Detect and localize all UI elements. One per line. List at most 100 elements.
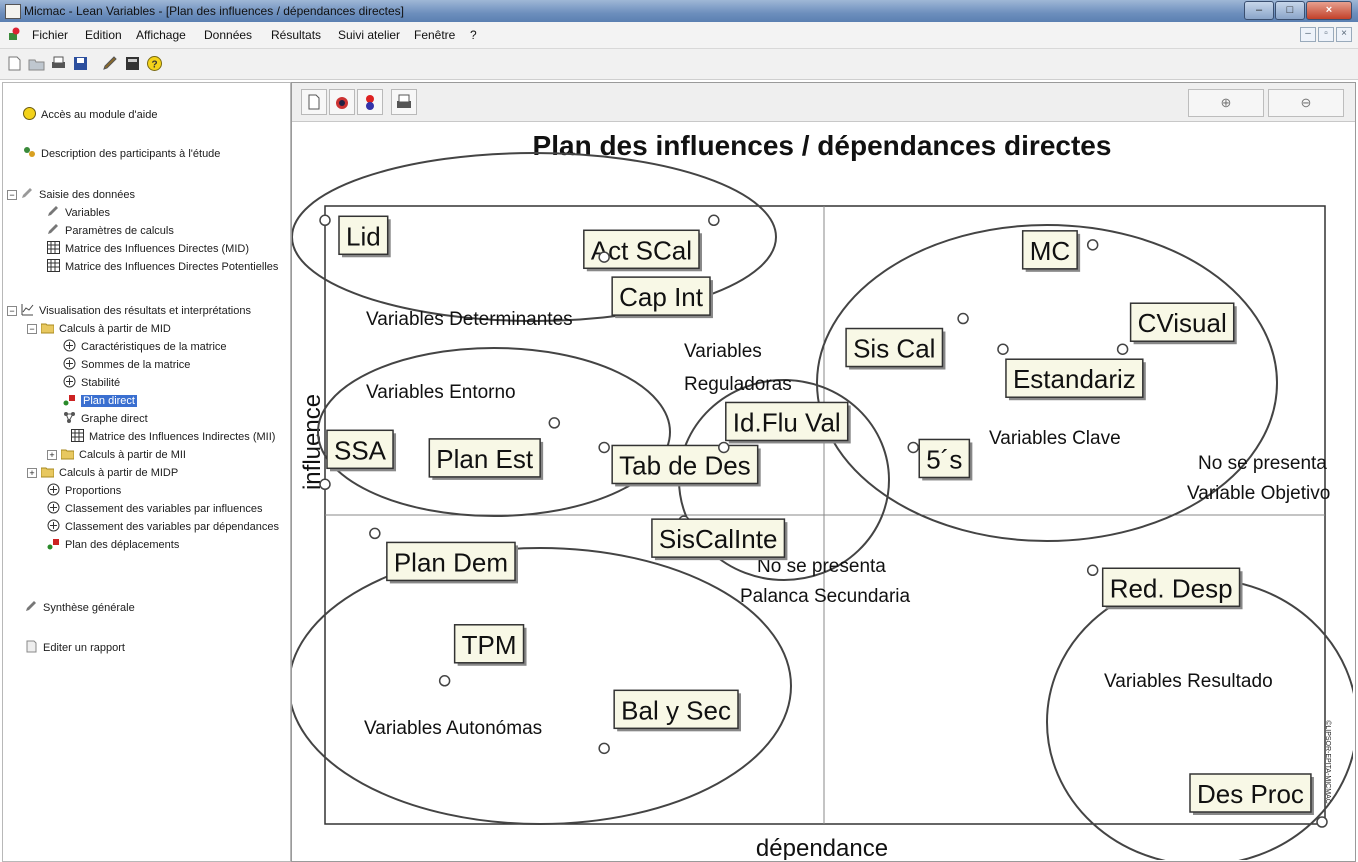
tree-item-mid[interactable]: Matrice des Influences Directes (MID) <box>47 241 249 257</box>
variable-point[interactable] <box>438 675 451 687</box>
edit-icon[interactable] <box>102 55 119 72</box>
variable-label[interactable]: Plan Dem <box>394 547 508 577</box>
variable-label[interactable]: Cap Int <box>619 282 704 312</box>
variable-point[interactable] <box>319 214 331 227</box>
tree-item-calc-midp[interactable]: +Calculs à partir de MIDP <box>27 465 178 481</box>
variable-point[interactable] <box>598 441 610 454</box>
variable-point[interactable] <box>708 214 720 227</box>
colors-icon[interactable] <box>357 89 383 115</box>
tree-item-participants[interactable]: Description des participants à l'étude <box>23 146 220 162</box>
menu-fenetre[interactable]: Fenêtre <box>414 28 456 42</box>
app-icon <box>5 4 21 19</box>
tree-item-synthese[interactable]: Synthèse générale <box>25 600 135 616</box>
variable-label[interactable]: SSA <box>334 435 387 465</box>
variable-point[interactable] <box>369 527 381 540</box>
close-button[interactable]: × <box>1306 1 1352 20</box>
variable-point[interactable] <box>907 441 919 454</box>
copy-icon[interactable] <box>301 89 327 115</box>
collapse-icon[interactable]: − <box>7 190 17 200</box>
variable-point[interactable] <box>548 417 561 429</box>
variable-point[interactable] <box>319 478 331 491</box>
variable-point[interactable] <box>598 742 610 755</box>
tree-item-data-entry[interactable]: −Saisie des données <box>7 187 135 203</box>
chart-icon <box>21 304 34 316</box>
tree-item-parameters[interactable]: Paramètres de calculs <box>47 223 174 239</box>
collapse-icon[interactable]: − <box>27 324 37 334</box>
print-icon[interactable] <box>50 55 67 72</box>
tree-item-caracteristiques[interactable]: Caractéristiques de la matrice <box>63 339 227 355</box>
menu-affichage[interactable]: Affichage <box>136 28 186 42</box>
mdi-close-button[interactable]: × <box>1336 27 1352 42</box>
matrix-icon <box>71 429 84 442</box>
influence-dependance-plot: Plan des influences / dépendances direct… <box>292 130 1353 860</box>
tree-item-label: Calculs à partir de MID <box>59 323 171 335</box>
minimize-button[interactable]: – <box>1244 1 1274 20</box>
calculator-icon[interactable] <box>124 55 141 72</box>
collapse-icon[interactable]: − <box>7 306 17 316</box>
menu-edition[interactable]: Edition <box>85 28 122 42</box>
menu-resultats[interactable]: Résultats <box>271 28 322 42</box>
tree-item-midp[interactable]: Matrice des Influences Directes Potentie… <box>47 259 278 275</box>
variable-point[interactable] <box>718 441 730 454</box>
variable-label[interactable]: Lid <box>346 221 381 251</box>
mdi-minimize-button[interactable]: – <box>1300 27 1316 42</box>
tree-item-plan-direct[interactable]: Plan direct <box>63 393 137 409</box>
menu-fichier[interactable]: Fichier <box>32 28 69 42</box>
tree-item-label: Matrice des Influences Indirectes (MII) <box>89 431 276 443</box>
variable-label[interactable]: 5´s <box>926 444 962 474</box>
variable-point[interactable] <box>1086 239 1099 251</box>
variable-point[interactable] <box>997 343 1009 355</box>
tree-item-label: Classement des variables par dépendances <box>65 521 280 533</box>
variable-point[interactable] <box>1086 564 1099 577</box>
tree-item-graphe-direct[interactable]: Graphe direct <box>63 411 148 427</box>
menu-suivi-atelier[interactable]: Suivi atelier <box>338 28 401 42</box>
expand-icon[interactable]: + <box>27 468 37 478</box>
variable-label[interactable]: TPM <box>462 630 517 660</box>
save-icon[interactable] <box>72 55 89 72</box>
variable-label[interactable]: Plan Est <box>436 444 534 474</box>
matrix-icon <box>47 241 60 254</box>
maximize-button[interactable]: □ <box>1275 1 1305 20</box>
variables-icon[interactable] <box>329 89 355 115</box>
help-icon[interactable]: ? <box>146 55 163 72</box>
tree-item-proportions[interactable]: Proportions <box>47 483 121 499</box>
zoom-in-button[interactable]: ⊕ <box>1188 89 1264 117</box>
variable-label[interactable]: Tab de Des <box>619 450 751 480</box>
tree-item-variables[interactable]: Variables <box>47 205 110 221</box>
expand-icon[interactable]: + <box>47 450 57 460</box>
window-title: Micmac - Lean Variables - [Plan des infl… <box>24 4 404 18</box>
variable-point[interactable] <box>1316 816 1328 828</box>
tree-item-classement-influences[interactable]: Classement des variables par influences <box>47 501 263 517</box>
tree-item-stabilite[interactable]: Stabilité <box>63 375 120 391</box>
variable-point[interactable] <box>598 251 610 263</box>
mdi-restore-button[interactable]: ▫ <box>1318 27 1334 42</box>
print-icon[interactable] <box>391 89 417 115</box>
tree-item-calc-mii[interactable]: +Calculs à partir de MII <box>47 447 186 463</box>
variable-label[interactable]: Sis Cal <box>853 334 935 364</box>
tree-item-sommes[interactable]: Sommes de la matrice <box>63 357 190 373</box>
app-menu-icon[interactable] <box>8 27 22 41</box>
variable-label[interactable]: Bal y Sec <box>621 695 731 725</box>
new-icon[interactable] <box>6 55 23 72</box>
variable-point[interactable] <box>1116 343 1129 355</box>
menu-help[interactable]: ? <box>470 28 477 42</box>
open-icon[interactable] <box>28 55 45 72</box>
tree-item-calc-mid[interactable]: − Calculs à partir de MID <box>27 321 171 337</box>
tree-item-visualisation[interactable]: −Visualisation des résultats et interpré… <box>7 303 251 319</box>
tree-item-classement-dependances[interactable]: Classement des variables par dépendances <box>47 519 279 535</box>
tree-item-mii[interactable]: Matrice des Influences Indirectes (MII) <box>71 429 275 445</box>
variable-label[interactable]: Id.Flu Val <box>733 407 841 437</box>
tree-item-rapport[interactable]: Editer un rapport <box>25 640 125 656</box>
variable-label[interactable]: Des Proc <box>1197 779 1304 809</box>
variable-label[interactable]: MC <box>1030 236 1070 266</box>
variable-label[interactable]: Estandariz <box>1013 364 1136 394</box>
variable-label[interactable]: SisCalInte <box>659 524 778 554</box>
menu-donnees[interactable]: Données <box>204 28 253 42</box>
tree-item-label: Paramètres de calculs <box>65 225 174 237</box>
zoom-out-button[interactable]: ⊖ <box>1268 89 1344 117</box>
variable-label[interactable]: Red. Desp <box>1110 573 1233 603</box>
variable-label[interactable]: CVisual <box>1138 308 1227 338</box>
variable-point[interactable] <box>957 312 969 325</box>
tree-item-help[interactable]: Accès au module d'aide <box>23 107 157 123</box>
tree-item-plan-deplacements[interactable]: Plan des déplacements <box>47 537 179 553</box>
